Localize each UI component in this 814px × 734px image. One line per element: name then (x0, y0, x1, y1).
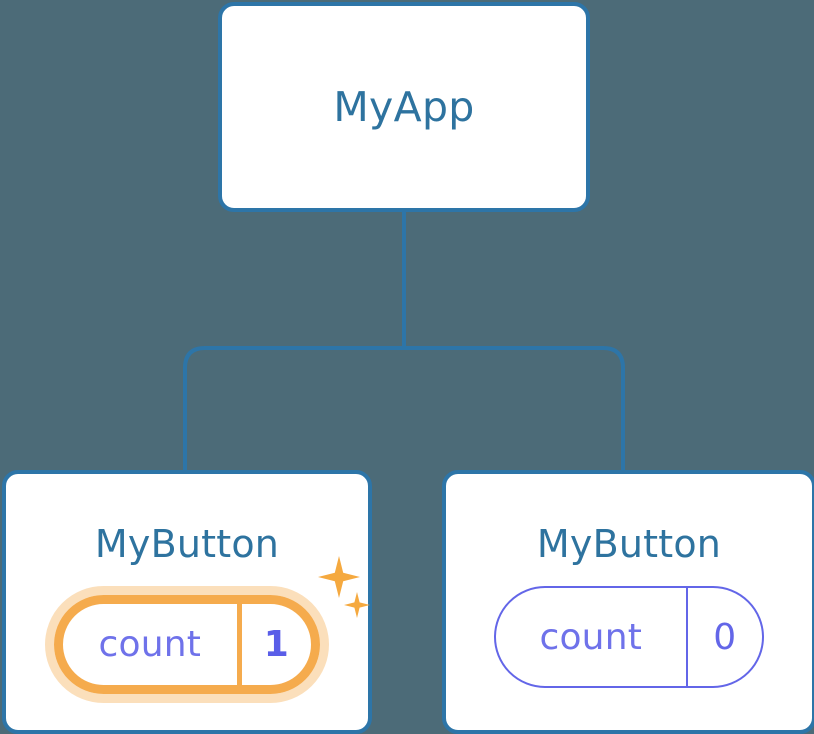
node-mybutton-right[interactable]: MyButton count 0 (442, 470, 814, 734)
node-mybutton-left-label: MyButton (94, 522, 280, 566)
state-key-label-left: count (98, 624, 202, 665)
node-myapp-label: MyApp (333, 83, 475, 131)
highlight-glow-ring (45, 586, 329, 703)
state-pill-left-highlighted[interactable]: count 1 (45, 586, 329, 703)
state-pill-left-wrapper: count 1 (6, 586, 368, 703)
state-key-label-right: count (539, 616, 643, 658)
node-myapp[interactable]: MyApp (218, 2, 590, 212)
node-mybutton-left[interactable]: MyButton count 1 (2, 470, 372, 734)
state-pill-right-wrapper: count 0 (446, 586, 812, 688)
state-pill-right[interactable]: count 0 (494, 586, 764, 688)
connector-branch-bar (183, 346, 625, 470)
state-key-cell-right: count (496, 588, 688, 686)
state-pill-left[interactable]: count 1 (54, 595, 320, 694)
state-value-cell-left: 1 (242, 604, 311, 685)
state-value-label-left: 1 (263, 624, 289, 665)
state-value-label-right: 0 (713, 616, 737, 658)
state-value-cell-right: 0 (688, 588, 762, 686)
node-mybutton-right-label: MyButton (536, 522, 722, 566)
state-key-cell-left: count (63, 604, 242, 685)
